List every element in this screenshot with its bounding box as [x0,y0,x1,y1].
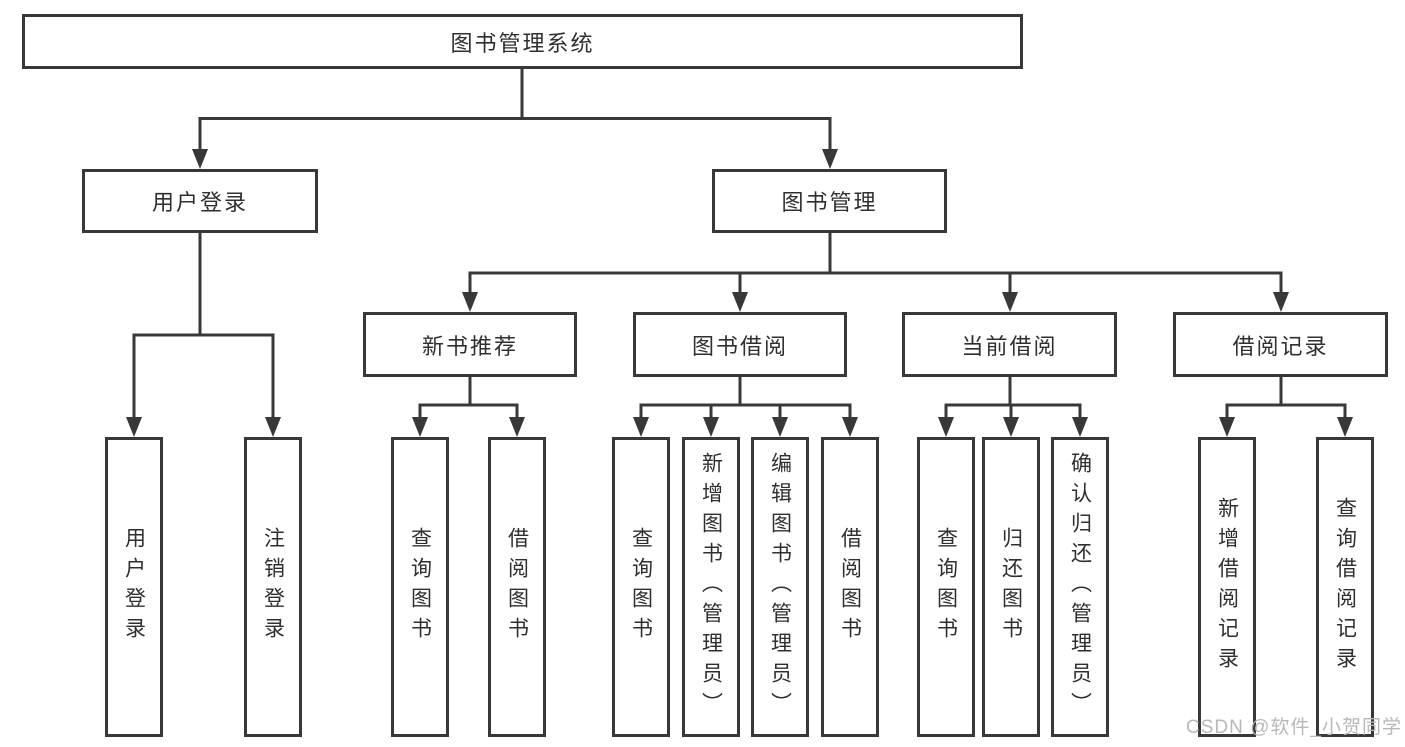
connector-borrow-records-branch [1225,377,1347,420]
leaf-add-books-admin: 新增图书（管理员） [682,437,740,737]
arrowhead [1337,417,1353,437]
arrowhead [772,417,788,437]
watermark: CSDN @软件_小贺同学 [1186,717,1402,738]
node-label: 借阅图书 [838,527,862,647]
node-label: 查询图书 [629,527,653,647]
leaf-query-books-borrowing: 查询图书 [612,437,670,737]
arrowhead [265,417,281,437]
leaf-borrow-books-borrowing: 借阅图书 [821,437,879,737]
leaf-logout-login: 注销登录 [244,437,302,737]
arrowhead [1273,292,1289,312]
node-label: 图书管理系统 [450,30,595,56]
leaf-add-borrowing-record: 新增借阅记录 [1198,437,1256,737]
arrowhead [842,417,858,437]
node-label: 图书借阅 [691,333,788,359]
node-label: 借阅图书 [505,527,529,647]
arrowhead [1219,417,1235,437]
arrowhead [412,417,428,437]
arrowhead [462,292,478,312]
leaf-user-login: 用户登录 [105,437,163,737]
connector-book-borrow-branch [639,377,852,420]
leaf-query-books-recommend: 查询图书 [391,437,449,737]
node-label: 查询图书 [934,527,958,647]
node-book-borrowing: 图书借阅 [633,312,847,377]
connector-new-book-branch [418,377,519,420]
arrowhead [1003,417,1019,437]
node-user-login: 用户登录 [82,169,318,233]
node-new-book-recommendation: 新书推荐 [363,312,577,377]
arrowhead [633,417,649,437]
node-current-borrowing: 当前借阅 [902,312,1117,377]
connector-user-login-branch [132,233,275,420]
connector-book-management-branch [468,233,1283,295]
arrowhead [732,292,748,312]
connector-root-to-level2 [198,69,832,152]
node-label: 新增借阅记录 [1215,497,1239,677]
node-label: 注销登录 [261,527,285,647]
connector-current-borrow-branch [944,377,1082,420]
node-label: 编辑图书（管理员） [768,452,792,722]
arrowhead [126,417,142,437]
node-borrowing-records: 借阅记录 [1173,312,1388,377]
node-label: 归还图书 [999,527,1023,647]
node-label: 借阅记录 [1232,333,1329,359]
arrowhead [1072,417,1088,437]
leaf-confirm-return-admin: 确认归还（管理员） [1051,437,1109,737]
node-label: 用户登录 [122,527,146,647]
node-label: 查询图书 [408,527,432,647]
node-label: 查询借阅记录 [1333,497,1357,677]
arrowhead [822,149,838,169]
node-label: 新书推荐 [421,333,518,359]
leaf-query-books-current: 查询图书 [917,437,975,737]
node-label: 新增图书（管理员） [699,452,723,722]
node-book-management: 图书管理 [712,169,947,233]
arrowhead [703,417,719,437]
node-label: 用户登录 [151,190,248,215]
arrowhead [509,417,525,437]
leaf-query-borrowing-record: 查询借阅记录 [1316,437,1374,737]
leaf-edit-books-admin: 编辑图书（管理员） [751,437,809,737]
arrowhead [1002,292,1018,312]
node-label: 当前借阅 [961,333,1058,359]
arrowhead [192,149,208,169]
leaf-return-books: 归还图书 [982,437,1040,737]
node-label: 确认归还（管理员） [1068,452,1092,722]
arrowhead [938,417,954,437]
leaf-borrow-books-recommend: 借阅图书 [488,437,546,737]
node-library-system-root: 图书管理系统 [22,14,1023,69]
node-label: 图书管理 [781,190,878,215]
